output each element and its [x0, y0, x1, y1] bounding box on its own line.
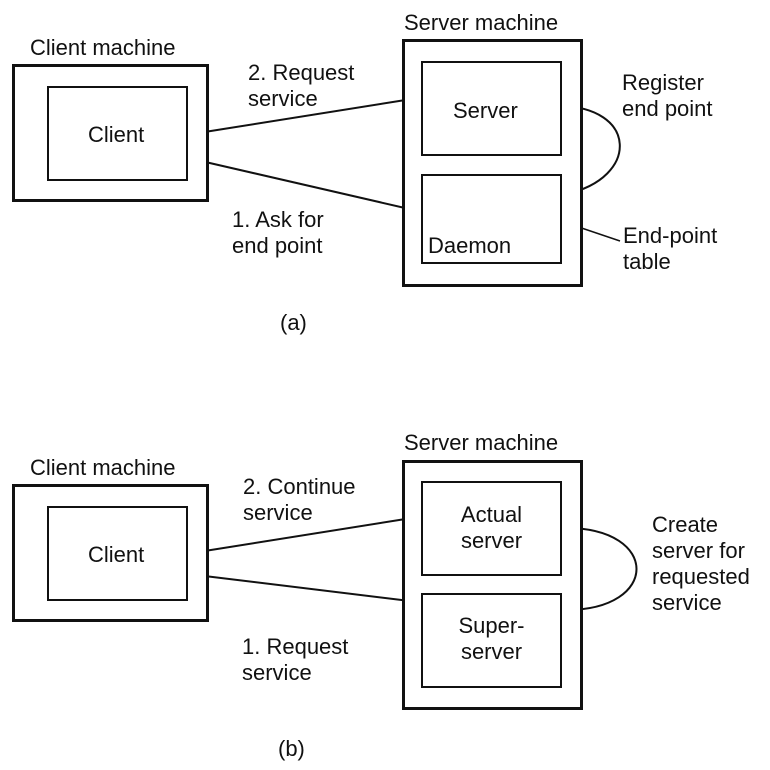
client-label-a: Client [88, 122, 145, 147]
daemon-label: Daemon [428, 233, 512, 258]
request-service-arrow-b [187, 573, 419, 606]
actual-server-label: Actual server [460, 502, 523, 553]
daemon-box [421, 174, 562, 264]
client-box-a [47, 86, 188, 181]
caption-a: (a) [280, 310, 307, 335]
ask-endpoint-label: 1. Ask for end point [232, 207, 324, 258]
continue-service-arrow-b [191, 513, 419, 557]
client-label-b: Client [88, 542, 145, 567]
superserver-label: Super- server [458, 613, 525, 664]
ask-endpoint-arrow-a [187, 157, 419, 214]
request-service-label-a: 2. Request service [248, 60, 355, 111]
superserver-box [421, 593, 562, 688]
endpoint-table-label: End-point table [623, 223, 718, 274]
actual-server-box [421, 481, 562, 576]
server-machine-label-a: Server machine [404, 10, 559, 35]
client-box-b [47, 506, 188, 601]
continue-service-label: 2. Continue service [243, 474, 356, 525]
create-server-label: Create server for requested service [652, 512, 750, 615]
request-service-arrow-a [191, 94, 419, 138]
register-endpoint-label: Register end point [622, 70, 713, 121]
client-machine-label-a: Client machine [30, 35, 176, 60]
request-service-label-b: 1. Request service [242, 634, 349, 685]
register-endpoint-arrow [557, 105, 621, 197]
server-label: Server [453, 98, 518, 123]
create-server-arrow [565, 523, 638, 611]
caption-b: (b) [278, 736, 305, 761]
client-machine-label-b: Client machine [30, 455, 176, 480]
server-box [421, 61, 562, 156]
server-machine-label-b: Server machine [404, 430, 559, 455]
